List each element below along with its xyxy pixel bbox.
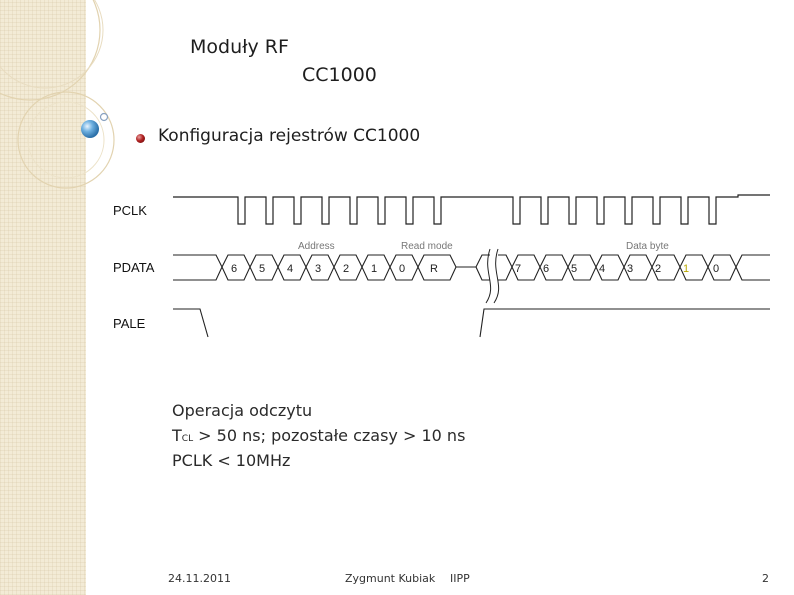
- data-bit-0: 0: [713, 263, 719, 275]
- address-bit-5: 5: [259, 263, 265, 275]
- slide-title-line2: CC1000: [302, 64, 377, 86]
- data-bit-5: 5: [571, 263, 577, 275]
- pclk-waveform: [173, 194, 770, 225]
- address-annotation: Address: [298, 241, 335, 252]
- slide-title-line1: Moduły RF: [190, 36, 289, 58]
- address-bit-0: 0: [399, 263, 405, 275]
- pale-waveform: [173, 308, 770, 338]
- footer-page-number: 2: [762, 572, 769, 585]
- signal-label-pale: PALE: [113, 316, 146, 331]
- address-bit-2: 2: [343, 263, 349, 275]
- data-bit-4: 4: [599, 263, 605, 275]
- signal-label-pdata: PDATA: [113, 260, 155, 275]
- data-bit-6: 6: [543, 263, 549, 275]
- break-marker: [485, 248, 500, 304]
- timing-text: > 50 ns; pozostałe czasy > 10 ns: [193, 426, 466, 445]
- data-bit-1: 1: [683, 263, 689, 275]
- note-clock-frequency: PCLK < 10MHz: [172, 451, 291, 470]
- address-bit-3: 3: [315, 263, 321, 275]
- decorative-circles: [0, 0, 115, 189]
- tcl-symbol: T: [172, 426, 182, 445]
- address-bit-4: 4: [287, 263, 293, 275]
- tcl-subscript: CL: [181, 434, 194, 444]
- address-bits: 6 5 4 3 2 1 0 R: [231, 263, 438, 275]
- read-mode-bit: R: [430, 263, 438, 275]
- timing-diagram: PCLK PDATA PALE 6 5 4 3 2 1 0 R 7 6 5 4 …: [113, 194, 770, 338]
- data-byte-annotation: Data byte: [626, 241, 669, 252]
- footer-author: Zygmunt Kubiak: [345, 572, 436, 585]
- data-bit-2: 2: [655, 263, 661, 275]
- data-bit-3: 3: [627, 263, 633, 275]
- data-bits: 7 6 5 4 3 2 1 0: [515, 263, 719, 275]
- bullet-text: Konfiguracja rejestrów CC1000: [158, 126, 421, 146]
- signal-label-pclk: PCLK: [113, 203, 147, 218]
- data-bit-7: 7: [515, 263, 521, 275]
- footer-organization: IIPP: [450, 572, 470, 585]
- footer-date: 24.11.2011: [168, 572, 231, 585]
- bullet-icon: [136, 134, 145, 143]
- note-read-operation: Operacja odczytu: [172, 401, 313, 420]
- note-timing: TCL > 50 ns; pozostałe czasy > 10 ns: [172, 426, 465, 445]
- pdata-waveform: [173, 254, 770, 281]
- address-bit-1: 1: [371, 263, 377, 275]
- read-mode-annotation: Read mode: [401, 241, 453, 252]
- address-bit-6: 6: [231, 263, 237, 275]
